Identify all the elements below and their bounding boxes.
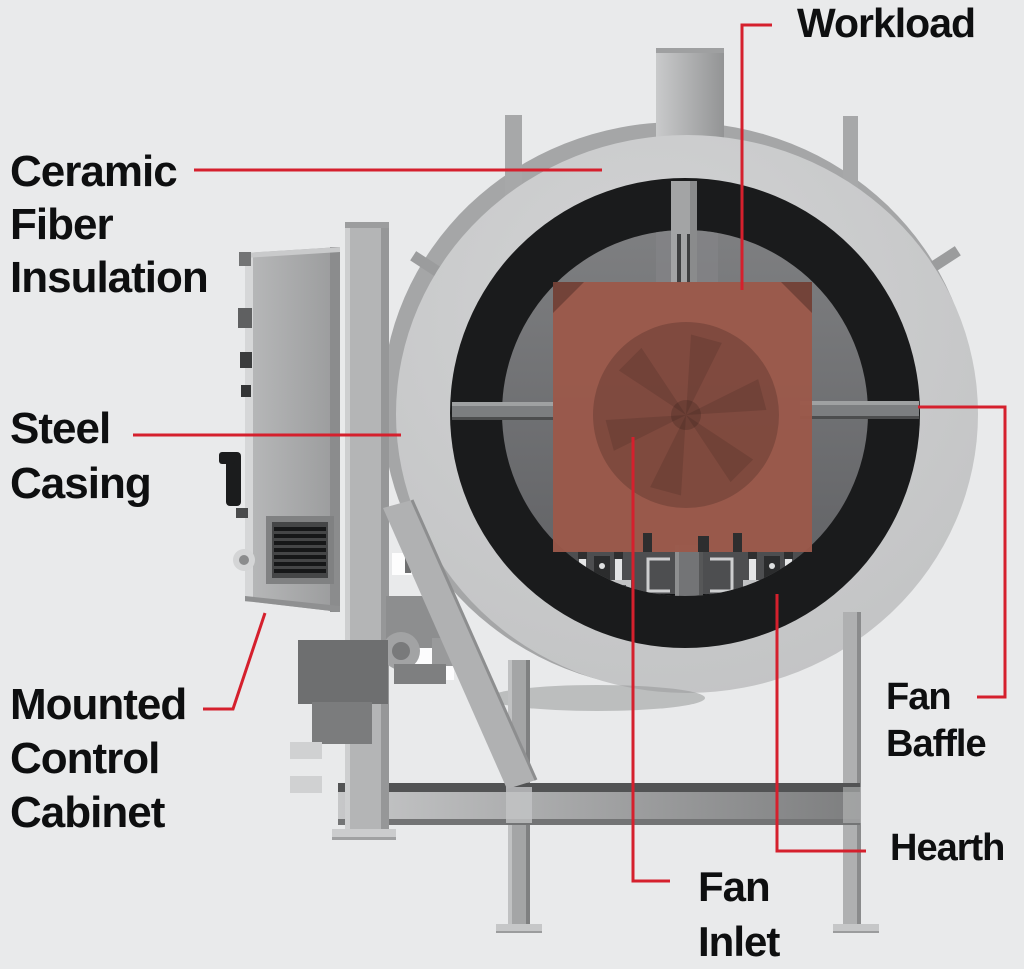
stand-leg-right — [833, 612, 879, 933]
stand-leg-left — [332, 222, 396, 840]
cabinet-mount-blocks — [290, 640, 388, 793]
leader-mounted-control-cabinet — [203, 612, 267, 711]
exhaust-stack — [656, 48, 724, 144]
shell-lug-right — [843, 116, 858, 194]
fan-baffle-left — [452, 402, 553, 420]
label-ceramic-fiber-insulation: Ceramic Fiber Insulation — [10, 145, 209, 304]
label-line: Insulation — [10, 253, 209, 302]
fan-inlet-circle — [593, 322, 779, 508]
workload-box — [553, 282, 812, 552]
label-line: Baffle — [886, 723, 987, 765]
label-line: Control — [10, 734, 160, 783]
shell-lug-left — [505, 115, 522, 200]
label-line: Casing — [10, 459, 152, 508]
label-workload: Workload — [797, 0, 976, 46]
label-line: Fan — [698, 863, 771, 910]
cabinet-handle — [219, 452, 241, 506]
leader-hearth — [775, 594, 866, 853]
thermocouple-rod — [671, 181, 697, 283]
base-beam — [338, 783, 861, 825]
label-line: Steel — [10, 404, 111, 453]
hearth-pins — [643, 533, 742, 552]
label-line: Inlet — [698, 918, 780, 965]
leader-lines — [133, 23, 1007, 883]
label-line: Fiber — [10, 200, 114, 249]
diagonal-brace — [383, 499, 538, 789]
leader-fan-baffle — [918, 405, 1007, 699]
support-stand — [290, 222, 879, 933]
label-fan-baffle: Fan Baffle — [886, 674, 987, 768]
hearth-center-post — [675, 545, 703, 596]
label-line: Mounted — [10, 680, 187, 729]
label-line: Workload — [797, 0, 976, 46]
leader-fan-inlet — [631, 437, 670, 883]
label-fan-inlet: Fan Inlet — [698, 859, 780, 969]
label-hearth: Hearth — [890, 827, 1005, 869]
label-line: Ceramic — [10, 147, 178, 196]
fan-baffle-right — [800, 401, 919, 419]
control-cabinet — [219, 247, 340, 612]
label-line: Cabinet — [10, 788, 165, 837]
label-line: Hearth — [890, 827, 1005, 869]
label-mounted-control-cabinet: Mounted Control Cabinet — [10, 678, 187, 840]
fan-blades — [605, 334, 767, 496]
vent-grille — [266, 516, 334, 584]
leader-workload — [740, 23, 772, 290]
label-steel-casing: Steel Casing — [10, 401, 152, 511]
label-line: Fan — [886, 676, 952, 718]
cabinet-side-fittings — [233, 252, 255, 571]
